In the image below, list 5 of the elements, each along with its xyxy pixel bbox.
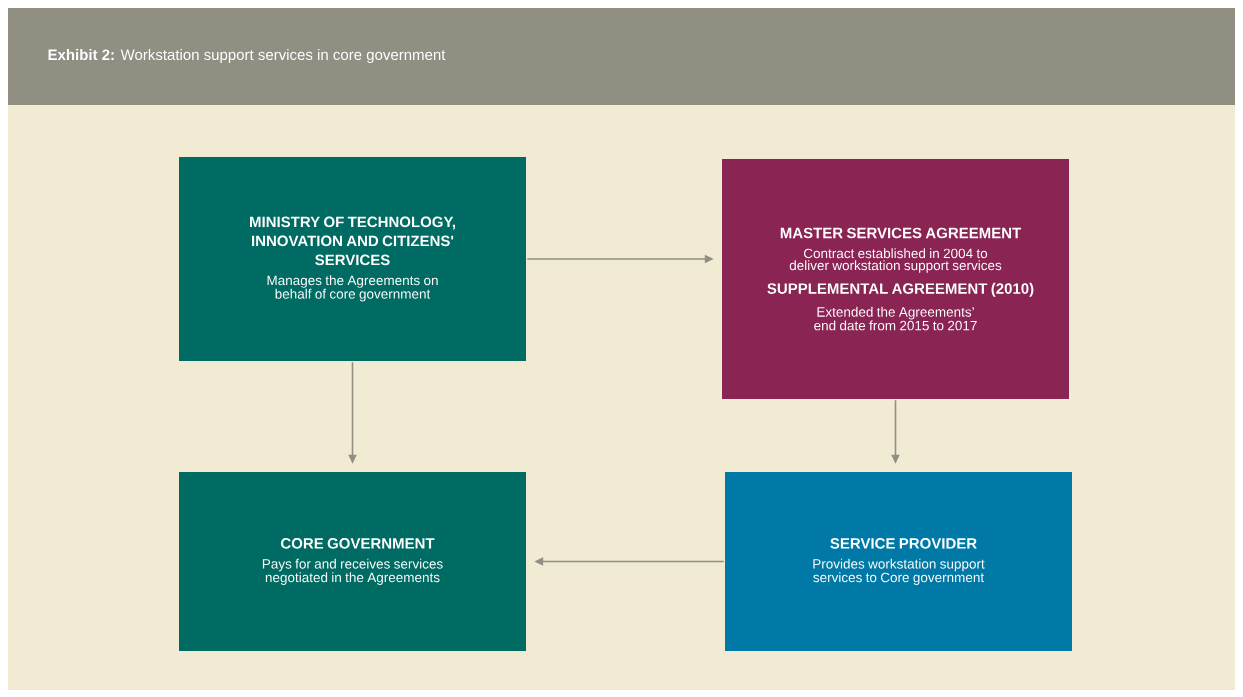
text-box: MASTER SERVICES AGREEMENT Contract established in 2004 to deliver workstation support services SUPPLEMENTAL AGREEMENT (2010) Extended the Agreements’ end date from 2015 to 2017	[722, 159, 1069, 399]
text-box: CORE GOVERNMENT Pays for and receives services negotiated in the Agreements	[179, 472, 526, 651]
text-box: SERVICE PROVIDER Provides workstation support services to Core government	[725, 472, 1072, 651]
title: Exhibit 2: Workstation support services in core government	[48, 49, 446, 63]
text-box: MINISTRY OF TECHNOLOGY, INNOVATION AND CITIZENS' SERVICES Manages the Agreements on behalf of core government	[179, 157, 526, 361]
